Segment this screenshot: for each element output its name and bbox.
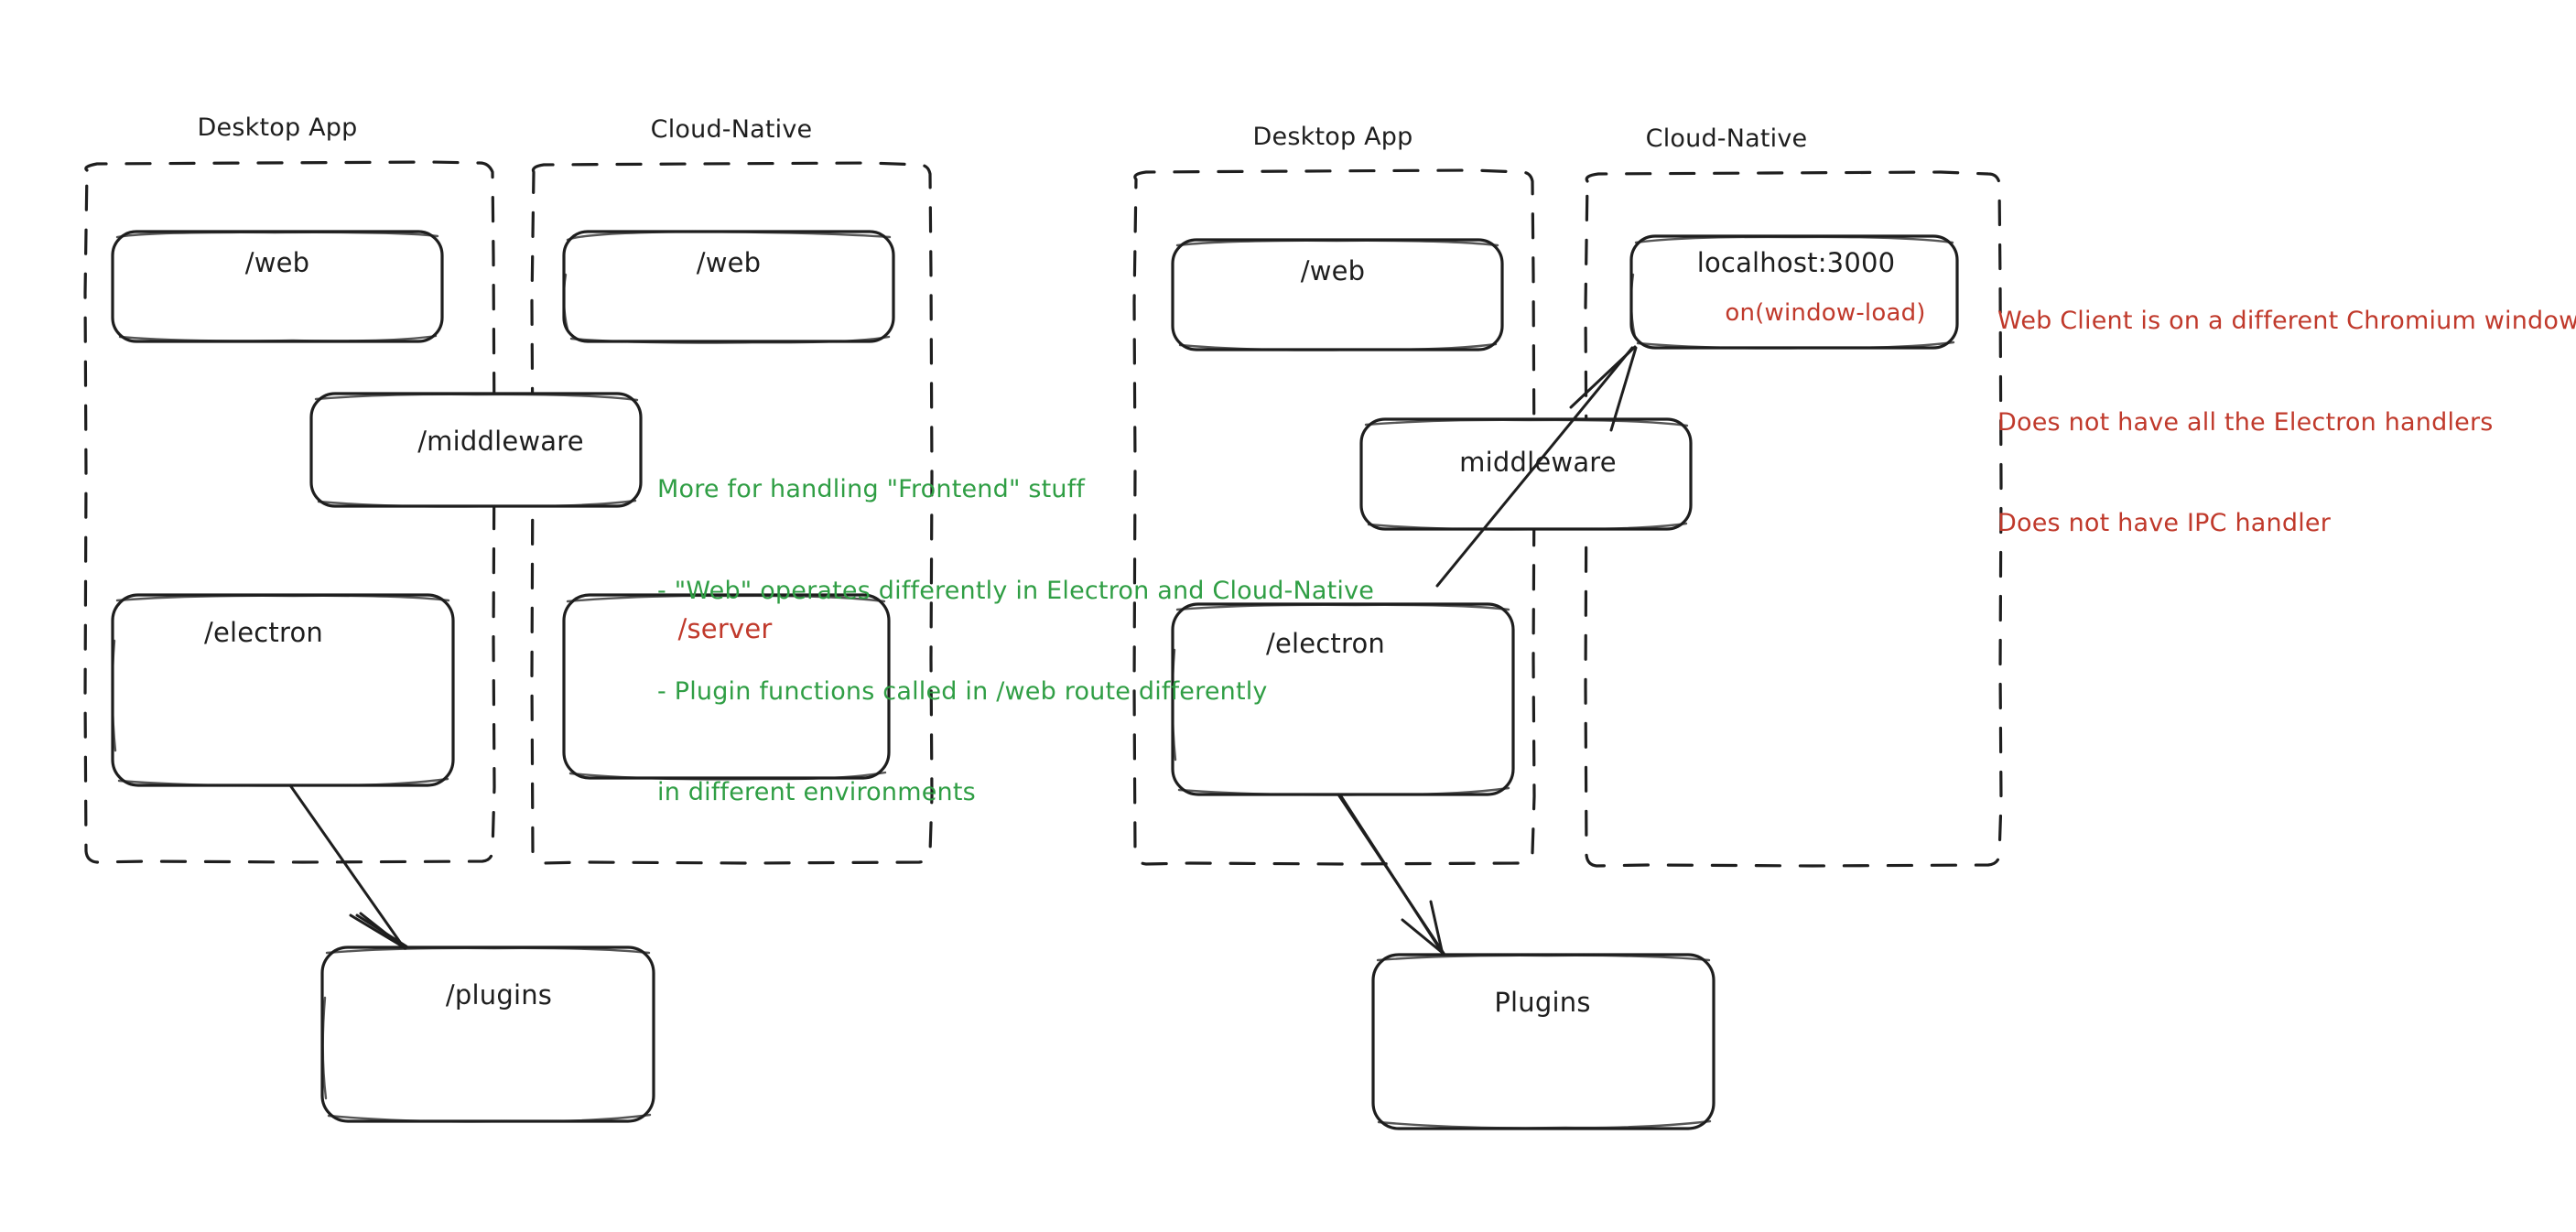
arrow-left-electron-to-plugins — [288, 784, 408, 950]
annotation-frontend-line-1: More for handling "Frontend" stuff — [657, 475, 1086, 504]
box-left-plugins — [320, 946, 655, 1123]
box-label-right-middleware: middleware — [1459, 447, 1617, 478]
box-sublabel-right-localhost: on(window-load) — [1725, 299, 1926, 327]
box-label-left-cloud-web: /web — [696, 247, 762, 278]
box-label-right-desktop-web: /web — [1300, 255, 1366, 286]
box-label-left-desktop-web: /web — [244, 247, 310, 278]
group-title-left-desktop-app: Desktop App — [197, 113, 358, 142]
annotation-frontend-note: More for handling "Frontend" stuff - "We… — [657, 406, 1374, 877]
box-label-left-plugins: /plugins — [445, 979, 553, 1010]
group-title-right-cloud-native: Cloud-Native — [1645, 124, 1808, 153]
annotation-web-client-line-1: Web Client is on a different Chromium wi… — [1997, 307, 2576, 336]
box-label-left-server: /server — [677, 613, 773, 644]
annotation-web-client-note: Web Client is on a different Chromium wi… — [1997, 238, 2576, 608]
annotation-frontend-line-2: - "Web" operates differently in Electron… — [657, 576, 1375, 605]
box-label-right-plugins: Plugins — [1494, 987, 1591, 1018]
box-right-plugins — [1371, 953, 1716, 1130]
box-label-left-electron: /electron — [203, 617, 324, 648]
annotation-web-client-line-3: Does not have IPC handler — [1997, 508, 2332, 537]
box-label-right-electron: /electron — [1265, 628, 1386, 659]
annotation-frontend-line-4: in different environments — [657, 777, 976, 806]
annotation-frontend-line-3: - Plugin functions called in /web route … — [657, 676, 1268, 706]
box-label-right-localhost: localhost:3000 — [1696, 247, 1896, 278]
group-title-left-cloud-native: Cloud-Native — [650, 115, 813, 144]
annotation-web-client-line-2: Does not have all the Electron handlers — [1997, 407, 2494, 437]
box-label-left-middleware: /middleware — [417, 426, 584, 457]
group-title-right-desktop-app: Desktop App — [1252, 123, 1413, 151]
